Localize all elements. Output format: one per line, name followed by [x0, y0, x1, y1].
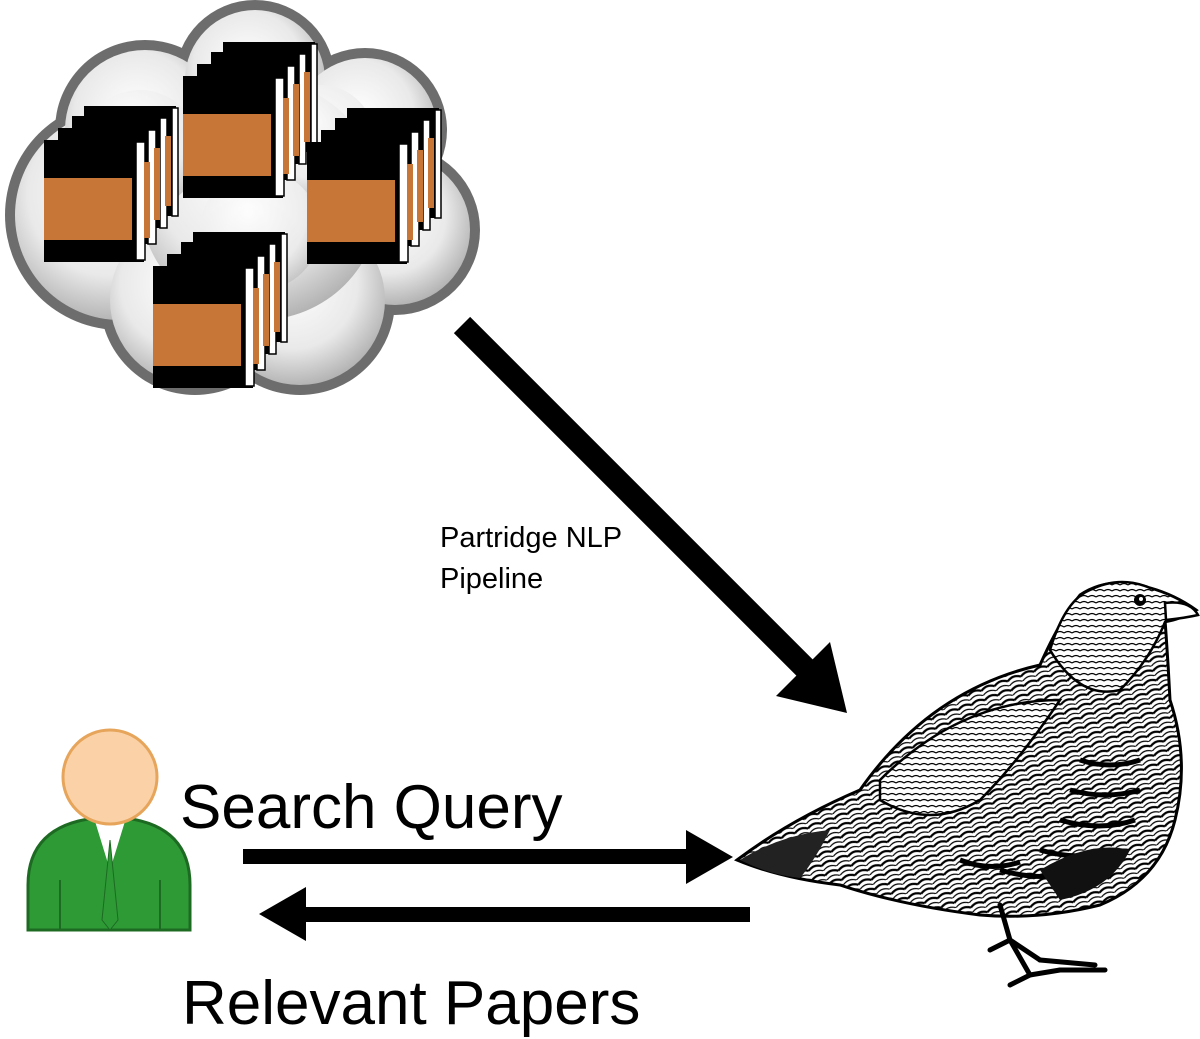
cloud-with-books-icon: [5, 0, 480, 395]
search-query-label: Search Query: [180, 773, 563, 842]
pipeline-arrow: [453, 316, 847, 713]
relevant-papers-label: Relevant Papers: [182, 969, 640, 1038]
pipeline-label-line1: Partridge NLP: [440, 522, 622, 554]
pipeline-label-line2: Pipeline: [440, 563, 543, 595]
partridge-bird-icon: [734, 580, 1200, 988]
user-icon: [26, 728, 192, 932]
search-query-arrow: [243, 830, 733, 884]
results-arrow: [259, 887, 750, 941]
